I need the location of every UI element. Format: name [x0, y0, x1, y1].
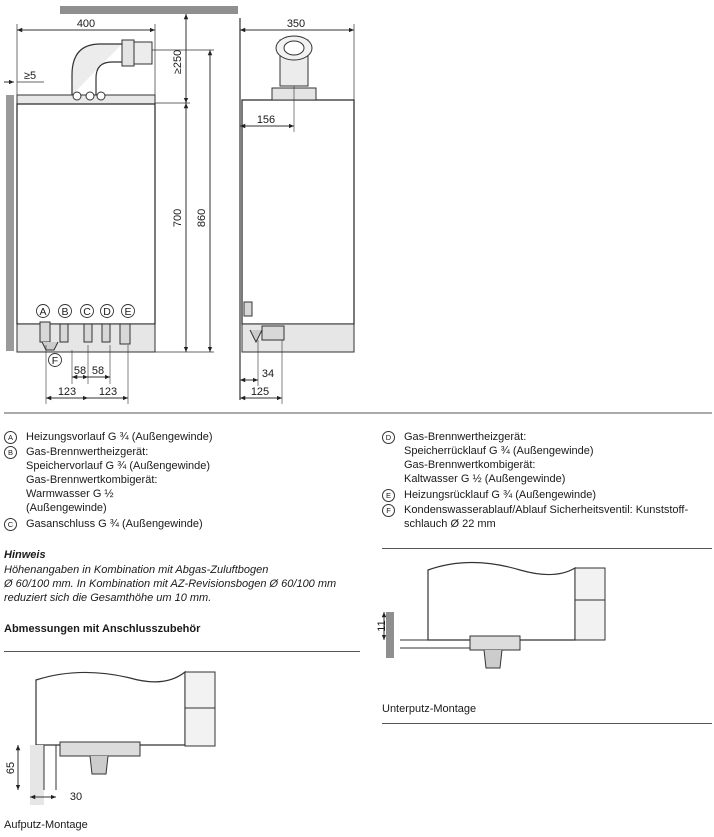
dim-spacing-1: 58 [74, 365, 86, 377]
hinweis-body: Höhenangaben in Kombination mit Abgas-Zu… [4, 564, 337, 604]
dim-offset-1: 123 [58, 386, 76, 398]
ceiling-bar [60, 6, 238, 14]
hinweis-title: Hinweis [4, 549, 46, 561]
dim-flue-offset: 156 [257, 114, 275, 126]
conn-label-f: F [52, 355, 58, 367]
dim-height-casing: 700 [172, 209, 184, 227]
dim-width: 400 [77, 18, 95, 30]
dim-aufputz-offset: 30 [70, 791, 82, 803]
dim-aufputz-height: 65 [5, 762, 17, 774]
legend-key-f: F [382, 504, 395, 517]
side-view [239, 18, 355, 404]
legend-text-a: Heizungsvorlauf G ¾ (Außengewinde) [26, 431, 213, 443]
conn-label-d: D [103, 306, 111, 318]
conn-label-a: A [39, 306, 46, 318]
legend-key-b: B [4, 446, 17, 459]
side-casing [241, 99, 355, 325]
dim-min-clear-side: ≥5 [24, 70, 36, 82]
front-view [4, 6, 238, 404]
unterputz-rule-top [382, 548, 712, 549]
dim-depth: 350 [287, 18, 305, 30]
legend-key-e: E [382, 489, 395, 502]
unterputz-drawing [381, 561, 606, 669]
dim-spacing-2: 58 [92, 365, 104, 377]
boiler-casing [16, 103, 156, 325]
legend-text-c: Gasanschluss G ¾ (Außengewinde) [26, 518, 203, 530]
dim-conn-offset-2: 125 [251, 386, 269, 398]
unterputz-caption: Unterputz-Montage [382, 703, 477, 715]
flue-coupler [121, 39, 135, 67]
wall-left [6, 95, 14, 351]
legend-key-c: C [4, 518, 17, 531]
unterputz-rule-bottom [382, 723, 712, 724]
aufputz-caption: Aufputz-Montage [4, 819, 88, 831]
section-title: Abmessungen mit Anschlusszubehör [4, 623, 201, 635]
aufputz-drawing [15, 670, 216, 805]
legend-text-d: Gas-Brennwertheizgerät: Speicherrücklauf… [404, 431, 594, 485]
legend-key-a: A [4, 431, 17, 444]
legend-text-b: Gas-Brennwertheizgerät: Speichervorlauf … [26, 446, 211, 514]
section-rule [4, 651, 360, 652]
dim-offset-2: 123 [99, 386, 117, 398]
dim-height-total: 860 [196, 209, 208, 227]
conn-label-e: E [124, 306, 131, 318]
conn-label-b: B [61, 306, 68, 318]
dim-conn-offset-1: 34 [262, 368, 274, 380]
dim-min-clear-top: ≥250 [172, 50, 184, 74]
conn-label-c: C [83, 306, 91, 318]
legend-key-d: D [382, 431, 395, 444]
connector-bubbles [36, 304, 135, 367]
dim-unterputz-height: 11 [376, 620, 388, 631]
legend-text-f: Kondenswasserablauf/Ablauf Sicherheitsve… [404, 504, 689, 530]
legend-text-e: Heizungsrücklauf G ¾ (Außengewinde) [404, 489, 596, 501]
